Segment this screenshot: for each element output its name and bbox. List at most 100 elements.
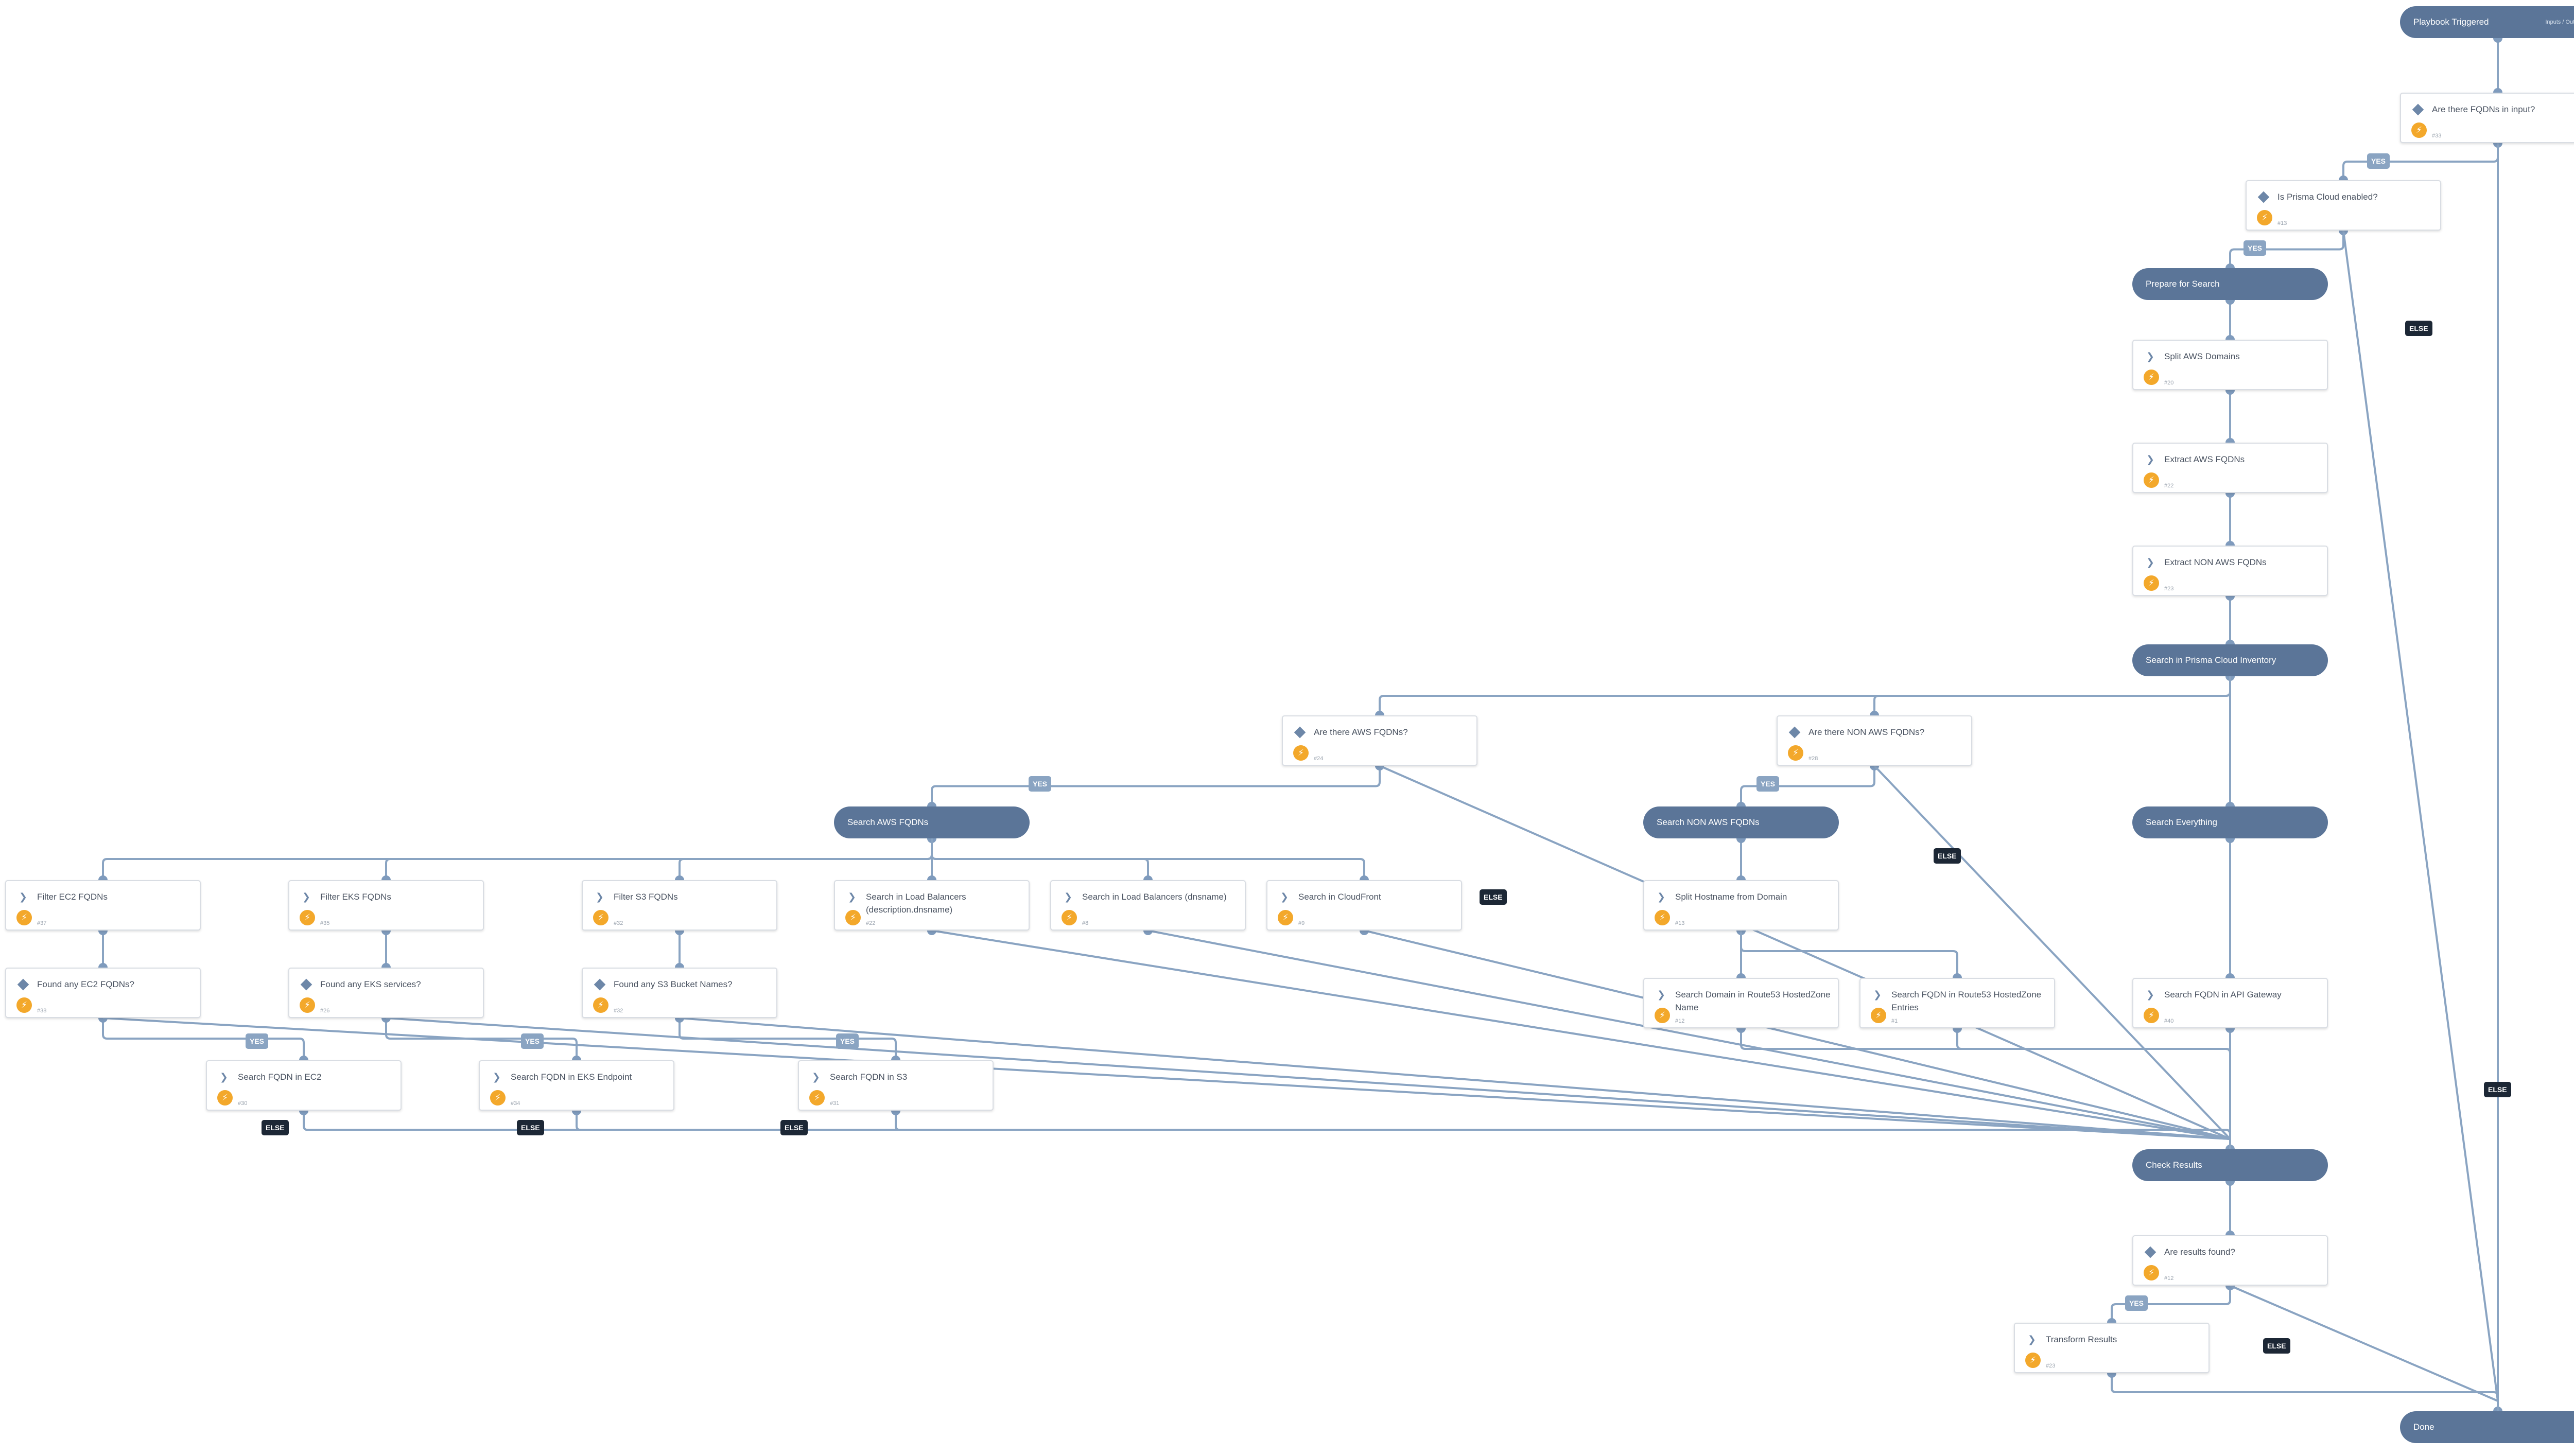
task-title: Found any EC2 FQDNs?	[37, 979, 134, 989]
inputs-outputs-link[interactable]: Inputs / Outputs	[2545, 19, 2574, 25]
lightning-bolt-icon: ⚡	[809, 1090, 825, 1106]
task-are-there-aws-fqdns[interactable]: Are there AWS FQDNs? ⚡ #24	[1282, 715, 1477, 766]
section-label: Done	[2413, 1422, 2434, 1432]
task-number: #12	[2164, 1275, 2174, 1282]
task-number: #13	[1675, 920, 1685, 926]
edge-label-yes: YES	[2367, 153, 2390, 169]
task-filter-ec2-fqdns[interactable]: Filter EC2 FQDNs ⚡ #37	[5, 880, 201, 931]
task-search-load-balancers-description-dnsname[interactable]: Search in Load Balancers (description.dn…	[834, 880, 1030, 931]
task-found-any-s3-bucket-names[interactable]: Found any S3 Bucket Names? ⚡ #32	[582, 968, 777, 1018]
task-title: Search FQDN in EC2	[238, 1072, 322, 1082]
task-number: #1	[1891, 1018, 1898, 1024]
task-transform-results[interactable]: Transform Results ⚡ #23	[2014, 1323, 2210, 1373]
task-search-fqdn-route53-hostedzone-entries[interactable]: Search FQDN in Route53 HostedZone Entrie…	[1859, 978, 2055, 1028]
task-number: #23	[2164, 586, 2174, 592]
section-search-in-prisma-cloud-inventory[interactable]: Search in Prisma Cloud Inventory	[2132, 644, 2328, 676]
edge-label-else: ELSE	[2263, 1338, 2290, 1354]
section-search-non-aws-fqdns[interactable]: Search NON AWS FQDNs	[1643, 806, 1839, 838]
task-found-any-ec2-fqdns[interactable]: Found any EC2 FQDNs? ⚡ #38	[5, 968, 201, 1018]
section-playbook-triggered[interactable]: Playbook Triggered Inputs / Outputs	[2400, 6, 2574, 38]
task-search-load-balancers-dnsname[interactable]: Search in Load Balancers (dnsname) ⚡ #8	[1050, 880, 1246, 931]
task-number: #28	[1808, 756, 1818, 762]
task-title: Search FQDN in EKS Endpoint	[511, 1072, 632, 1082]
task-search-domain-route53-hostedzone-name[interactable]: Search Domain in Route53 HostedZone Name…	[1643, 978, 1839, 1028]
edge-lb_dns-to-check	[1147, 929, 2231, 1149]
chevron-right-icon	[2145, 351, 2156, 362]
task-number: #32	[614, 920, 623, 926]
task-search-fqdn-in-s3[interactable]: Search FQDN in S3 ⚡ #31	[798, 1060, 994, 1111]
lightning-bolt-icon: ⚡	[1293, 745, 1309, 761]
task-number: #26	[320, 1008, 330, 1014]
chevron-right-icon	[1872, 989, 1883, 1001]
section-prepare-for-search[interactable]: Prepare for Search	[2132, 268, 2328, 300]
task-number: #34	[511, 1100, 520, 1107]
lightning-bolt-icon: ⚡	[16, 910, 32, 925]
task-number: #30	[238, 1100, 248, 1107]
task-are-results-found[interactable]: Are results found? ⚡ #12	[2132, 1235, 2328, 1286]
task-title: Search FQDN in Route53 HostedZone Entrie…	[1891, 990, 2042, 1012]
edge-q_eks-to-s_eks	[385, 1018, 578, 1060]
section-label: Prepare for Search	[2146, 279, 2220, 289]
chevron-right-icon	[810, 1072, 822, 1083]
task-title: Search in Load Balancers (description.dn…	[866, 892, 966, 915]
edge-label-yes: YES	[2243, 240, 2267, 256]
edge-label-yes: YES	[1756, 776, 1780, 792]
task-split-hostname-from-domain[interactable]: Split Hostname from Domain ⚡ #13	[1643, 880, 1839, 931]
task-title: Is Prisma Cloud enabled?	[2277, 192, 2378, 202]
chevron-right-icon	[2026, 1334, 2038, 1345]
lightning-bolt-icon: ⚡	[593, 997, 608, 1013]
edge-label-else: ELSE	[262, 1120, 289, 1135]
task-number: #32	[614, 1008, 623, 1014]
edge-q_non-to-sec_non	[1740, 766, 1875, 806]
task-is-prisma-cloud-enabled[interactable]: Is Prisma Cloud enabled? ⚡ #13	[2246, 180, 2441, 231]
edge-q_prisma-to-done	[2342, 230, 2499, 1411]
chevron-right-icon	[1656, 989, 1667, 1001]
task-extract-aws-fqdns[interactable]: Extract AWS FQDNs ⚡ #22	[2132, 443, 2328, 493]
task-number: #33	[2432, 133, 2442, 139]
lightning-bolt-icon: ⚡	[2144, 370, 2159, 385]
edge-label-yes: YES	[246, 1033, 269, 1049]
edge-q_ec2-to-s_ec2	[102, 1018, 305, 1060]
task-filter-eks-fqdns[interactable]: Filter EKS FQDNs ⚡ #35	[288, 880, 484, 931]
chevron-right-icon	[1063, 891, 1074, 903]
edge-label-yes: YES	[836, 1033, 859, 1049]
task-title: Search FQDN in API Gateway	[2164, 990, 2282, 999]
section-search-aws-fqdns[interactable]: Search AWS FQDNs	[834, 806, 1030, 838]
lightning-bolt-icon: ⚡	[16, 997, 32, 1013]
lightning-bolt-icon: ⚡	[217, 1090, 233, 1106]
lightning-bolt-icon: ⚡	[593, 910, 608, 925]
task-found-any-eks-services[interactable]: Found any EKS services? ⚡ #26	[288, 968, 484, 1018]
section-label: Playbook Triggered	[2413, 17, 2489, 27]
task-search-fqdn-api-gateway[interactable]: Search FQDN in API Gateway ⚡ #40	[2132, 978, 2328, 1028]
condition-diamond-icon	[1789, 727, 1800, 738]
task-are-there-non-aws-fqdns[interactable]: Are there NON AWS FQDNs? ⚡ #28	[1777, 715, 1972, 766]
task-search-fqdn-in-ec2[interactable]: Search FQDN in EC2 ⚡ #30	[206, 1060, 402, 1111]
chevron-right-icon	[846, 891, 858, 903]
task-number: #24	[1314, 756, 1324, 762]
lightning-bolt-icon: ⚡	[2144, 1008, 2159, 1023]
task-search-in-cloudfront[interactable]: Search in CloudFront ⚡ #9	[1266, 880, 1462, 931]
task-title: Split AWS Domains	[2164, 352, 2240, 361]
task-title: Search FQDN in S3	[830, 1072, 908, 1082]
lightning-bolt-icon: ⚡	[490, 1090, 506, 1106]
section-search-everything[interactable]: Search Everything	[2132, 806, 2328, 838]
task-split-aws-domains[interactable]: Split AWS Domains ⚡ #20	[2132, 340, 2328, 390]
edge-label-else: ELSE	[1934, 848, 1961, 864]
task-filter-s3-fqdns[interactable]: Filter S3 FQDNs ⚡ #32	[582, 880, 777, 931]
edge-q_fqdn-to-q_prisma	[2342, 143, 2499, 180]
task-are-there-fqdns-in-input[interactable]: Are there FQDNs in input? ⚡ #33	[2400, 93, 2574, 143]
task-number: #8	[1082, 920, 1089, 926]
chevron-right-icon	[2145, 557, 2156, 568]
section-check-results[interactable]: Check Results	[2132, 1149, 2328, 1181]
edge-transform-to-done	[2111, 1373, 2499, 1411]
edge-label-yes: YES	[521, 1033, 544, 1049]
task-number: #31	[830, 1100, 840, 1107]
lightning-bolt-icon: ⚡	[1655, 1008, 1670, 1023]
section-done[interactable]: Done	[2400, 1411, 2574, 1443]
condition-diamond-icon	[1294, 727, 1306, 738]
task-search-fqdn-in-eks-endpoint[interactable]: Search FQDN in EKS Endpoint ⚡ #34	[479, 1060, 674, 1111]
task-extract-non-aws-fqdns[interactable]: Extract NON AWS FQDNs ⚡ #23	[2132, 546, 2328, 596]
task-title: Search in Load Balancers (dnsname)	[1082, 892, 1227, 902]
edge-label-else: ELSE	[780, 1120, 808, 1135]
